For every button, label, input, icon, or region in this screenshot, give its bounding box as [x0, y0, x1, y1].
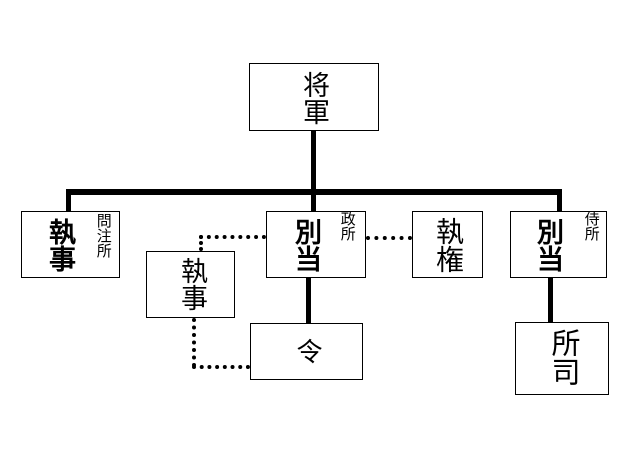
connector-samuraidokoro-to-shoshi [548, 278, 553, 322]
samuraidokoro-office: 侍所 [582, 211, 601, 241]
dotted-mandokoro-to-shitsuji [199, 235, 266, 239]
shikken-label: 執権 [432, 217, 465, 273]
dotted-shitsuji-to-rei [192, 365, 250, 369]
monchujo-office: 問注所 [94, 213, 113, 258]
mandokoro-shitsuji-box: 執事 [146, 251, 235, 318]
mandokoro-box: 別当 政所 [266, 211, 366, 278]
connector-to-samuraidokoro [557, 189, 562, 211]
dotted-mandokoro-to-shikken [366, 236, 412, 240]
shoshi-label: 所司 [547, 328, 581, 386]
mandokoro-office: 政所 [338, 211, 357, 241]
shogun-label: 将軍 [298, 71, 329, 125]
rei-label: 令 [292, 338, 322, 364]
rei-box: 令 [250, 323, 363, 380]
shoshi-box: 所司 [515, 322, 609, 395]
samuraidokoro-box: 別当 侍所 [510, 211, 607, 278]
dotted-shitsuji-top [199, 235, 203, 251]
monchujo-box: 執事 問注所 [21, 211, 120, 278]
mandokoro-title: 別当 [290, 218, 321, 272]
monchujo-title: 執事 [44, 218, 75, 272]
shogun-box: 将軍 [249, 63, 379, 131]
dotted-shitsuji-bottom [192, 318, 196, 367]
shikken-box: 執権 [412, 211, 483, 278]
samuraidokoro-title: 別当 [532, 218, 563, 272]
connector-shogun-down [311, 130, 316, 192]
connector-to-mandokoro [311, 189, 316, 211]
mandokoro-shitsuji-label: 執事 [176, 257, 207, 311]
connector-to-monchujo [66, 189, 71, 211]
connector-mandokoro-to-rei [306, 278, 311, 323]
